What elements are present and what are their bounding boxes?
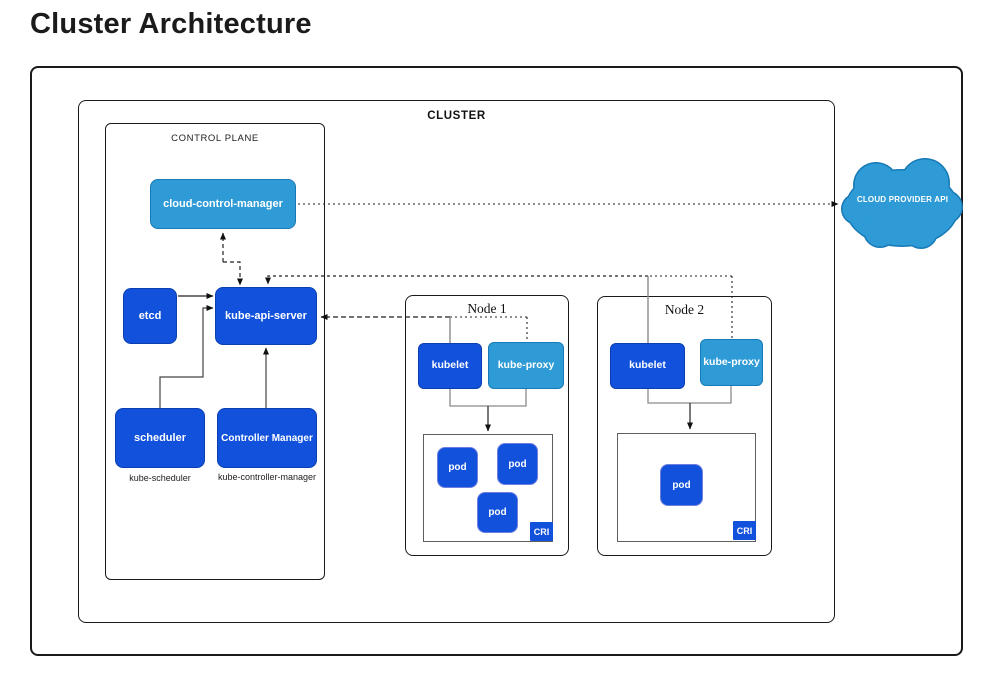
cluster-label: CLUSTER (427, 110, 486, 122)
node-1-cri-label: CRI (530, 522, 553, 541)
cloud-provider-api-label: CLOUD PROVIDER API (856, 195, 949, 204)
scheduler-box: scheduler (115, 408, 205, 468)
control-plane-label: CONTROL PLANE (171, 133, 259, 144)
etcd-box: etcd (123, 288, 177, 344)
kube-controller-manager-sublabel: kube-controller-manager (217, 472, 317, 482)
page-title: Cluster Architecture (30, 8, 312, 40)
node-1-kube-proxy-box: kube-proxy (488, 342, 564, 389)
controller-manager-box: Controller Manager (217, 408, 317, 468)
node-1-pod: pod (497, 443, 538, 485)
node-1-label: Node 1 (467, 301, 507, 316)
node-2-kubelet-box: kubelet (610, 343, 685, 389)
node-2-pod: pod (660, 464, 703, 506)
node-2-label: Node 2 (664, 302, 705, 317)
node-2-cri-label: CRI (733, 521, 756, 540)
kube-scheduler-sublabel: kube-scheduler (129, 473, 191, 483)
cloud-control-manager-box: cloud-control-manager (150, 179, 296, 229)
node-1-pod: pod (477, 492, 518, 533)
node-2-kube-proxy-box: kube-proxy (700, 339, 763, 386)
node-1-pod: pod (437, 447, 478, 488)
node-1-kubelet-box: kubelet (418, 343, 482, 389)
cloud-icon (841, 158, 963, 249)
kube-api-server-box: kube-api-server (215, 287, 317, 345)
